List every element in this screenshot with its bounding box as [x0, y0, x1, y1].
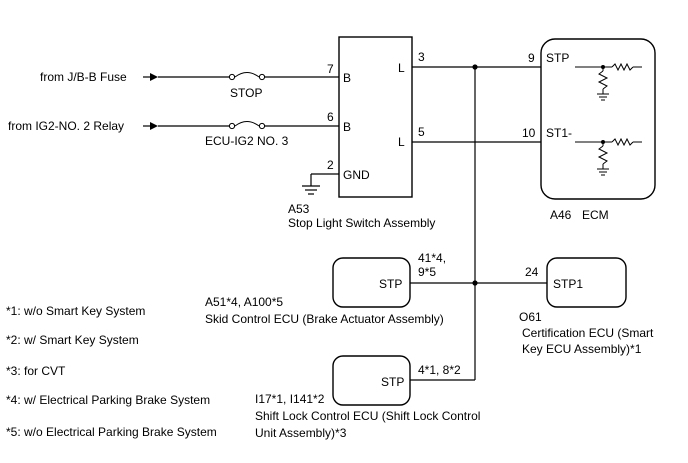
resistor-network-icon: [575, 62, 642, 101]
shift-name-line2: Unit Assembly)*3: [255, 426, 347, 440]
fuse-icon: [228, 121, 266, 130]
ecm-terminal-stp: STP: [546, 51, 569, 65]
skid-pin-a: 41*4,: [418, 251, 446, 265]
switch-pin-5: 5: [418, 125, 425, 139]
skid-pin-b: 9*5: [418, 265, 436, 279]
shift-terminal-stp: STP: [381, 375, 404, 389]
certification-ecu-box: [546, 257, 627, 308]
shift-name-line1: Shift Lock Control ECU (Shift Lock Contr…: [255, 409, 480, 423]
skid-terminal-stp: STP: [379, 277, 402, 291]
ecm-terminal-st1: ST1-: [546, 126, 572, 140]
switch-pin-7: 7: [327, 62, 334, 76]
ecm-pin-10: 10: [522, 126, 536, 140]
switch-terminal-l-bottom: L: [398, 135, 405, 149]
switch-terminal-l-top: L: [398, 61, 405, 75]
ecm-pin-9: 9: [528, 51, 535, 65]
ecm-name: ECM: [582, 208, 609, 222]
ground-icon: [302, 174, 320, 195]
skid-name: Skid Control ECU (Brake Actuator Assembl…: [205, 312, 444, 326]
ecm-box: [540, 38, 656, 200]
switch-terminal-b-bottom: B: [343, 120, 351, 134]
switch-pin-2: 2: [327, 158, 334, 172]
arrow-right-icon: [143, 122, 158, 130]
source-ig2-relay-label: from IG2-NO. 2 Relay: [8, 119, 124, 133]
note-2: *2: w/ Smart Key System: [6, 333, 139, 347]
note-4: *4: w/ Electrical Parking Brake System: [6, 393, 210, 407]
skid-code: A51*4, A100*5: [205, 295, 283, 309]
switch-name: Stop Light Switch Assembly: [288, 216, 435, 230]
cert-name-line1: Certification ECU (Smart: [522, 326, 654, 340]
switch-pin-3: 3: [418, 50, 425, 64]
cert-name-line2: Key ECU Assembly)*1: [522, 342, 642, 356]
switch-code: A53: [288, 202, 310, 216]
resistor-network-icon: [575, 137, 642, 176]
note-5: *5: w/o Electrical Parking Brake System: [6, 425, 217, 439]
cert-code: O61: [519, 310, 542, 324]
shift-pins: 4*1, 8*2: [418, 363, 461, 377]
cert-pin-24: 24: [525, 265, 539, 279]
note-3: *3: for CVT: [6, 364, 66, 378]
switch-terminal-b-top: B: [343, 71, 351, 85]
note-1: *1: w/o Smart Key System: [6, 304, 145, 318]
arrow-right-icon: [143, 73, 158, 81]
fuse-stop-label: STOP: [230, 86, 262, 100]
stop-light-switch-box: [338, 36, 413, 198]
fuse-ecu-ig2-label: ECU-IG2 NO. 3: [205, 134, 289, 148]
fuse-icon: [228, 72, 266, 81]
cert-terminal-stp1: STP1: [553, 277, 583, 291]
shift-code: I17*1, I141*2: [255, 392, 325, 406]
switch-terminal-gnd: GND: [343, 168, 370, 182]
switch-pin-6: 6: [327, 110, 334, 124]
source-jb-fuse-label: from J/B-B Fuse: [40, 70, 127, 84]
ecm-code: A46: [550, 208, 572, 222]
